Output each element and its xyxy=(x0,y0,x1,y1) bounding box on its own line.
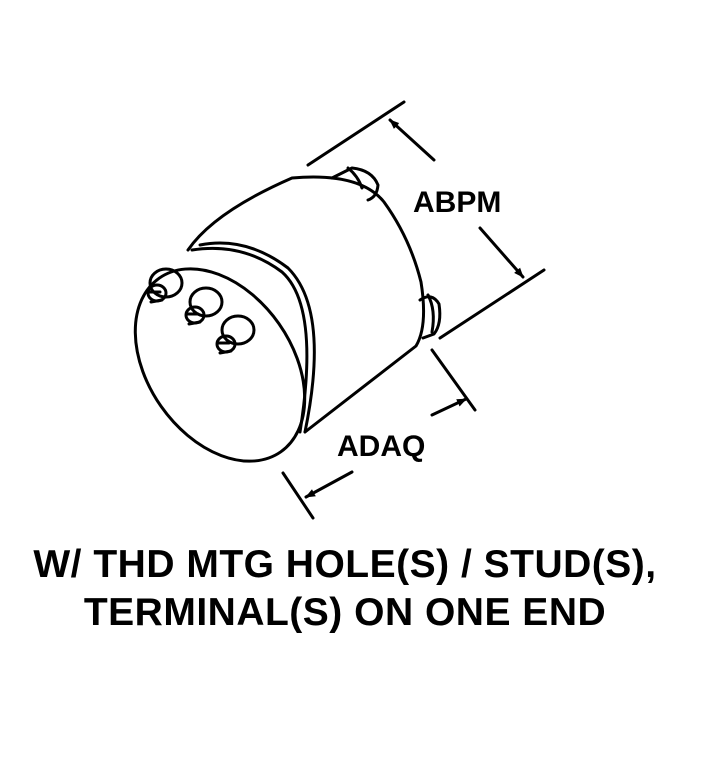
cylinder-body xyxy=(186,175,426,434)
dimension-abpm xyxy=(306,100,546,340)
abpm-label: ABPM xyxy=(413,186,501,219)
terminal-1 xyxy=(146,267,184,304)
rear-stud-right xyxy=(418,293,442,340)
front-face xyxy=(133,267,307,463)
terminal-2 xyxy=(184,286,224,326)
dimension-adaq xyxy=(281,348,477,520)
terminal-3 xyxy=(215,314,256,355)
caption-line-2: TERMINAL(S) ON ONE END xyxy=(83,591,607,634)
caption-line-1: W/ THD MTG HOLE(S) / STUD(S), xyxy=(33,543,657,586)
adaq-label: ADAQ xyxy=(337,430,425,463)
